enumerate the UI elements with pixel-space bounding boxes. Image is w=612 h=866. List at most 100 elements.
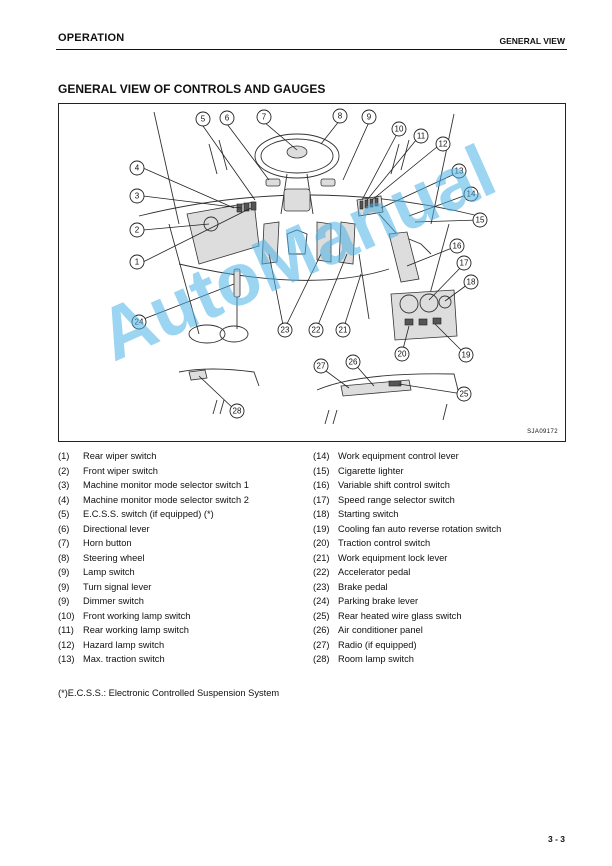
svg-text:20: 20 — [398, 350, 407, 359]
left-gauge-graphic — [203, 216, 219, 232]
svg-text:27: 27 — [317, 362, 326, 371]
legend-item: (13)Max. traction switch — [58, 654, 165, 664]
callout-3: 3 — [129, 188, 145, 204]
a-pillar-left — [153, 111, 180, 225]
fan-switch-graphic — [418, 318, 428, 326]
footnote: (*)E.C.S.S.: Electronic Controlled Suspe… — [58, 688, 280, 698]
legend-item: (1)Rear wiper switch — [58, 451, 157, 461]
callout-14: 14 — [463, 186, 479, 202]
callout-12: 12 — [435, 136, 451, 152]
svg-text:2: 2 — [135, 226, 140, 235]
inset-glass-right — [324, 403, 448, 425]
gauge-3-graphic — [438, 295, 452, 309]
legend-item: (8)Steering wheel — [58, 552, 145, 563]
brake-pedal-left-graphic — [261, 221, 280, 265]
svg-text:3: 3 — [135, 192, 140, 201]
svg-text:1: 1 — [135, 258, 140, 267]
legend-item: (9)Turn signal lever — [58, 581, 152, 592]
svg-text:11: 11 — [417, 132, 426, 141]
legend-item: (14)Work equipment control lever — [313, 451, 459, 461]
callout-26: 26 — [345, 354, 361, 370]
work-equipment-lever-graphic — [388, 231, 420, 283]
room-lamp-graphic — [188, 369, 208, 381]
svg-text:26: 26 — [349, 358, 358, 367]
brake-pedal-right-graphic — [316, 221, 332, 263]
ceiling-inset-left — [178, 368, 260, 387]
legend-item: (21)Work equipment lock lever — [313, 552, 448, 563]
legend-item: (4)Machine monitor mode selector switch … — [58, 494, 249, 505]
cab-illustration: 5 6 7 8 9 10 11 12 13 14 15 16 17 18 4 3… — [129, 108, 488, 425]
gauge-2-graphic — [419, 293, 439, 313]
rocker-2 — [364, 199, 369, 209]
svg-text:12: 12 — [439, 140, 448, 149]
callout-25: 25 — [456, 386, 472, 402]
callout-7: 7 — [256, 109, 272, 125]
legend-item: (15)Cigarette lighter — [313, 465, 404, 476]
callout-13: 13 — [451, 163, 467, 179]
svg-text:8: 8 — [338, 112, 343, 121]
svg-text:14: 14 — [467, 190, 476, 199]
monitor-left-graphic — [265, 178, 281, 187]
legend-left-column: (1)Rear wiper switch (2)Front wiper swit… — [58, 449, 308, 667]
legend-item: (28)Room lamp switch — [313, 654, 414, 664]
accelerator-pedal-graphic — [338, 221, 356, 265]
callout-4: 4 — [129, 160, 145, 176]
page-number: 3 - 3 — [547, 834, 565, 844]
svg-text:10: 10 — [395, 125, 404, 134]
svg-text:18: 18 — [467, 278, 476, 287]
steering-wheel-graphic — [254, 133, 340, 179]
legend-item: (5)E.C.S.S. switch (if equipped) (*) — [58, 509, 214, 519]
figure-code: SJA09172 — [527, 429, 558, 435]
controls-figure: 5 6 7 8 9 10 11 12 13 14 15 16 17 18 4 3… — [58, 103, 566, 442]
floor-line — [178, 263, 390, 281]
legend-item: (24)Parking brake lever — [313, 596, 419, 606]
horn-button-graphic — [286, 145, 308, 159]
legend-item: (19)Cooling fan auto reverse rotation sw… — [313, 523, 502, 534]
svg-text:5: 5 — [201, 115, 206, 124]
legend-item: (23)Brake pedal — [313, 581, 388, 592]
callout-16: 16 — [449, 238, 465, 254]
svg-text:25: 25 — [460, 390, 469, 399]
callout-5: 5 — [195, 111, 211, 127]
svg-text:24: 24 — [135, 318, 144, 327]
svg-text:23: 23 — [281, 326, 290, 335]
callout-9: 9 — [361, 109, 377, 125]
rocker-1 — [359, 200, 364, 210]
legend-item: (20)Traction control switch — [313, 538, 431, 548]
svg-text:22: 22 — [312, 326, 321, 335]
svg-text:4: 4 — [135, 164, 140, 173]
legend-item: (3)Machine monitor mode selector switch … — [58, 480, 249, 490]
legend-right-column: (14)Work equipment control lever (15)Cig… — [313, 449, 573, 667]
section-header: OPERATION — [58, 32, 125, 44]
svg-text:9: 9 — [367, 113, 372, 122]
svg-text:13: 13 — [455, 167, 464, 176]
callout-11: 11 — [413, 128, 429, 144]
callout-18: 18 — [463, 274, 479, 290]
legend-item: (25)Rear heated wire glass switch — [313, 610, 462, 621]
svg-text:28: 28 — [233, 407, 242, 416]
callout-21: 21 — [335, 322, 351, 338]
gauge-1-graphic — [399, 294, 419, 314]
cup-holder-right — [219, 325, 249, 343]
legend-item: (6)Directional lever — [58, 523, 150, 534]
legend-item: (26)Air conditioner panel — [313, 625, 423, 635]
page-title: GENERAL VIEW OF CONTROLS AND GAUGES — [58, 82, 326, 96]
extra-switch-graphic — [432, 317, 442, 325]
lock-lever-rod — [358, 253, 370, 320]
svg-text:21: 21 — [339, 326, 348, 335]
rocker-4 — [374, 197, 379, 207]
topic-header: GENERAL VIEW — [499, 36, 566, 46]
callout-19: 19 — [458, 347, 474, 363]
parking-brake-lever-graphic — [233, 268, 241, 298]
legend-item: (7)Horn button — [58, 538, 132, 548]
column-base — [286, 229, 308, 255]
steering-hub — [283, 188, 311, 212]
callout-15: 15 — [472, 212, 488, 228]
switch-3-graphic — [250, 201, 257, 211]
inset-glass-left — [212, 399, 225, 415]
callout-1: 1 — [129, 254, 145, 270]
callout-23: 23 — [277, 322, 293, 338]
rear-glass-switch-graphic — [388, 380, 402, 387]
cup-holder-left — [188, 324, 226, 344]
callout-28: 28 — [229, 403, 245, 419]
